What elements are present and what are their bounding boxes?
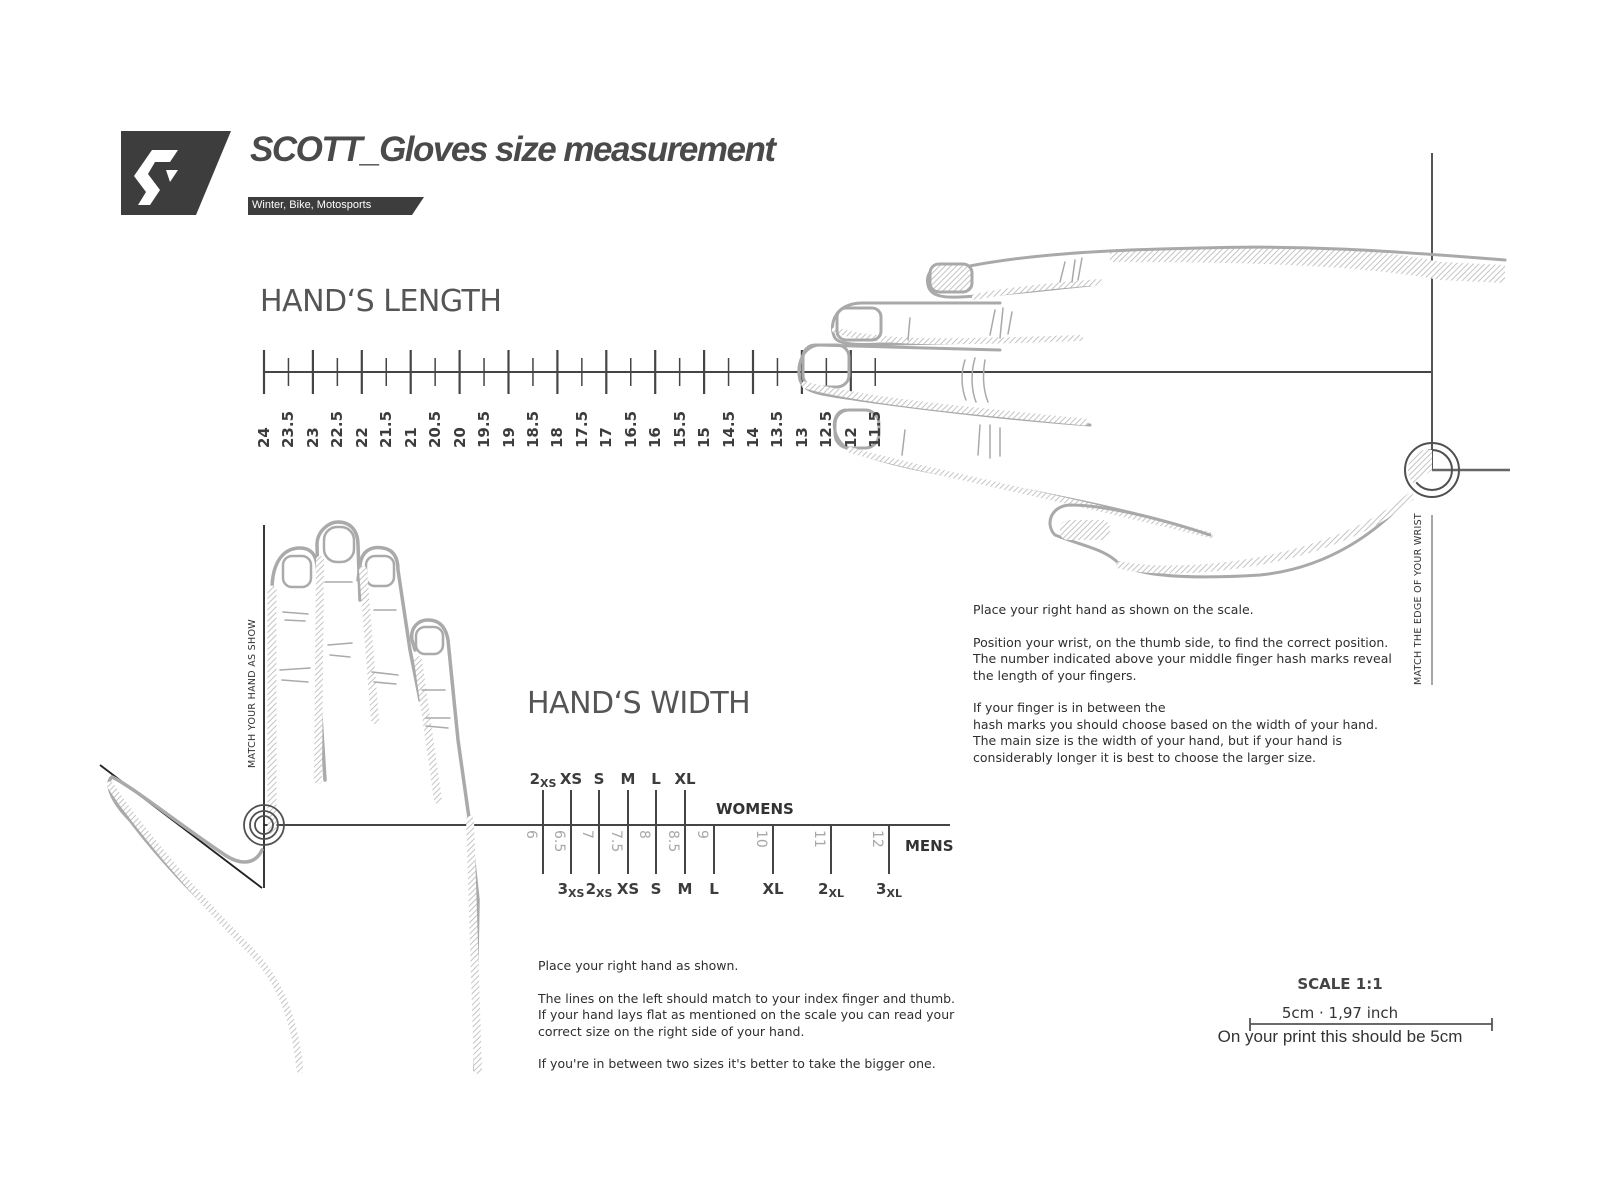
wrist-target-icon (1404, 442, 1460, 498)
instruction-line: Position your wrist, on the thumb side, … (973, 634, 1389, 650)
instruction-line: The number indicated above your middle f… (973, 651, 1392, 666)
length-tick-label: 18 (548, 427, 567, 448)
size-label: XL (674, 770, 696, 788)
length-tick-label: 12.5 (817, 410, 836, 448)
length-tick-label: 16.5 (621, 410, 640, 448)
front-hand-illustration (106, 520, 482, 1074)
instruction-line (973, 619, 1392, 635)
mens-label: MENS (905, 837, 954, 855)
instruction-line: The lines on the left should match to yo… (538, 990, 956, 1006)
hands-width-heading: HAND‘S WIDTH (527, 686, 751, 721)
length-tick-label: 11.5 (866, 410, 885, 448)
size-label: 2XL (818, 880, 844, 900)
length-tick-label: 23 (303, 427, 322, 448)
length-tick-label: 19.5 (475, 410, 494, 448)
length-instructions: Place your right hand as shown on the sc… (973, 602, 1392, 766)
size-label: XS (559, 770, 583, 788)
width-ruler (99, 525, 950, 889)
size-label: 3XL (876, 880, 902, 900)
length-tick-label: 21 (401, 427, 420, 448)
instruction-line (973, 684, 1392, 700)
instruction-line: correct size on the right side of your h… (538, 1023, 805, 1039)
page-subtitle: Winter, Bike, Motosports (252, 199, 372, 211)
numeric-size-label: 10 (753, 830, 769, 848)
length-tick-label: 15 (695, 427, 714, 448)
size-label: S (650, 880, 662, 898)
instruction-line: considerably longer it is best to choose… (973, 749, 1317, 765)
instruction-line: If you're in between two sizes it's bett… (538, 1056, 936, 1071)
instruction-line: If your finger is in between the (973, 700, 1166, 715)
instruction-line (538, 1040, 955, 1056)
length-tick-label: 20.5 (426, 410, 445, 448)
length-tick-label: 24 (255, 427, 273, 448)
length-tick-label: 22.5 (328, 410, 347, 448)
scale-bar (1249, 1018, 1493, 1031)
length-tick-label: 16 (646, 427, 665, 448)
size-label: L (709, 880, 719, 898)
instruction-line: the length of your fingers. (973, 667, 1137, 683)
width-target-icon (243, 804, 285, 846)
length-tick-label: 14 (744, 427, 762, 448)
size-label: XL (762, 880, 784, 898)
size-label: L (651, 770, 661, 788)
length-tick-label: 15.5 (670, 410, 689, 448)
instruction-line: Place your right hand as shown on the sc… (973, 602, 1254, 617)
numeric-size-label: 8.5 (665, 830, 681, 853)
womens-label: WOMENS (716, 800, 794, 818)
size-label: S (593, 770, 605, 788)
length-tick-label: 14.5 (719, 410, 738, 448)
length-tick-label: 19 (499, 427, 518, 448)
length-tick-label: 23.5 (279, 410, 298, 448)
length-tick-label: 18.5 (523, 410, 542, 448)
page-title: SCOTT_Gloves size measurement (250, 130, 776, 169)
subtitle-bar (248, 197, 424, 215)
side-hand-illustration (797, 245, 1507, 579)
hands-length-heading: HAND‘S LENGTH (260, 284, 502, 319)
length-tick-label: 22 (352, 427, 371, 448)
width-instructions: Place your right hand as shown. The lines… (538, 958, 955, 1073)
length-tick-label: 20 (450, 427, 469, 448)
size-label: 2XS (529, 770, 557, 790)
instruction-line: If your hand lays flat as mentioned on t… (538, 1007, 955, 1022)
instruction-line: Place your right hand as shown. (538, 958, 739, 973)
instruction-line (538, 975, 955, 991)
instruction-line: The main size is the width of your hand,… (973, 733, 1343, 748)
scale-measure: 5cm · 1,97 inch (1281, 1004, 1399, 1022)
size-label: M (620, 770, 636, 788)
scott-logo (121, 131, 231, 215)
numeric-size-label: 8 (636, 830, 652, 839)
size-label: M (677, 880, 693, 898)
numeric-size-label: 11 (811, 830, 827, 848)
length-tick-label: 17 (597, 427, 616, 448)
instruction-line: hash marks you should choose based on th… (973, 716, 1378, 732)
numeric-size-label: 6 (523, 830, 539, 839)
scale-note: On your print this should be 5cm (1217, 1027, 1463, 1046)
numeric-size-label: 6.5 (551, 830, 567, 853)
numeric-size-label: 9 (694, 830, 710, 839)
length-tick-label: 21.5 (377, 410, 396, 448)
length-tick-label: 17.5 (572, 410, 591, 448)
match-wrist-label: MATCH THE EDGE OF YOUR WRIST (1413, 513, 1424, 685)
numeric-size-label: 7 (579, 830, 595, 839)
length-tick-label: 13.5 (768, 410, 787, 448)
size-label: XS (616, 880, 640, 898)
match-hand-label: MATCH YOUR HAND AS SHOW (247, 619, 258, 768)
length-tick-label: 12 (841, 427, 860, 448)
numeric-size-label: 7.5 (608, 830, 624, 853)
numeric-size-label: 12 (869, 830, 885, 848)
size-label: 3XS (557, 880, 585, 900)
scale-title: SCALE 1:1 (1297, 975, 1383, 993)
size-label: 2XS (585, 880, 613, 900)
length-tick-label: 13 (792, 427, 811, 448)
